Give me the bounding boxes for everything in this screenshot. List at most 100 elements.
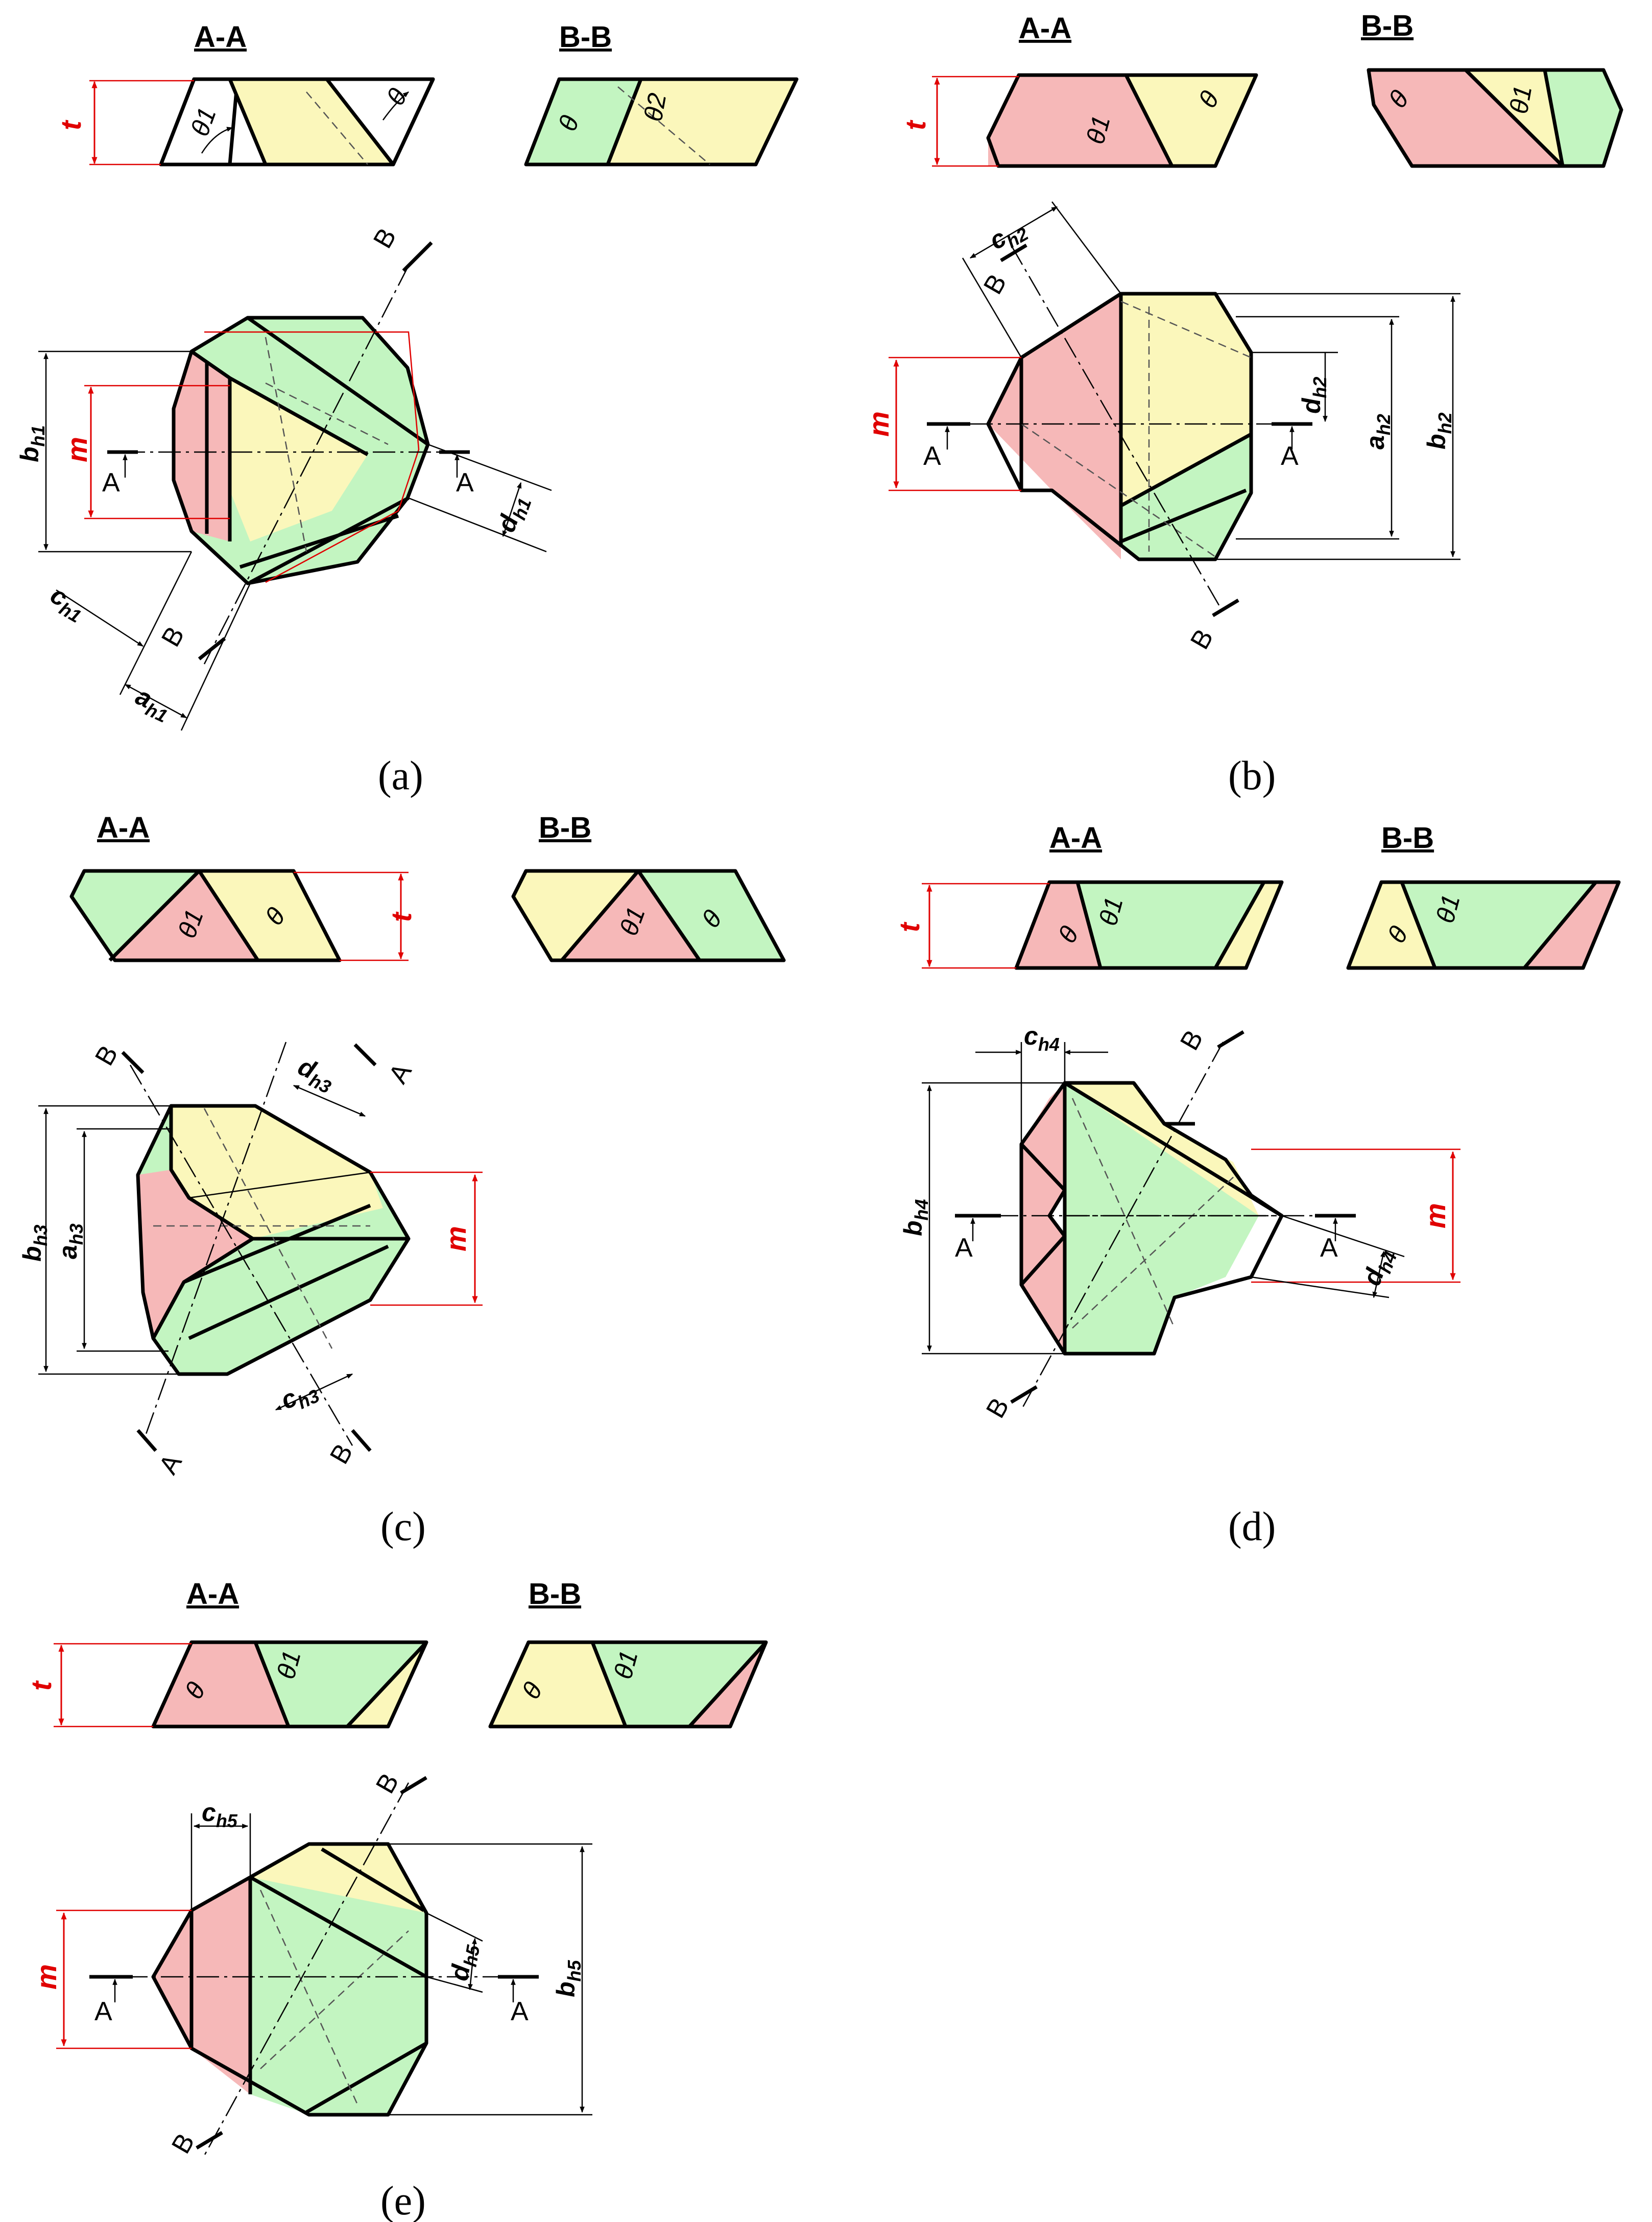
dim-label-ah3: ah3 [54, 1223, 87, 1259]
section-c-bb: B-B θ1 θ [511, 811, 786, 962]
cut-label: A [923, 441, 941, 471]
yellow-face [230, 79, 393, 164]
hidden-line [1120, 300, 1252, 359]
panel-label: (e) [380, 2179, 426, 2222]
dim-arrow-ch1 [56, 589, 144, 647]
cut-label: A [1281, 441, 1299, 471]
pink-face [988, 75, 1172, 166]
cut-label: B [1175, 1025, 1209, 1055]
cut-label: A [456, 468, 474, 498]
dim-extension [408, 497, 547, 553]
edge [305, 2041, 427, 2114]
section-title: A-A [97, 811, 150, 844]
dim-label-t: t [385, 911, 417, 922]
section-edge [1523, 881, 1597, 970]
dim-label-ah2: ah2 [1361, 414, 1394, 450]
dim-label-t: t [25, 1680, 57, 1691]
dim-label-bh2: bh2 [1422, 412, 1455, 450]
dim-label-m: m [440, 1226, 472, 1251]
section-e-aa: A-A θ θ1 t [25, 1577, 428, 1729]
angle-label: θ1 [185, 104, 222, 140]
panel-a: A-A θ1 θ t B-B θ θ2 [15, 20, 799, 798]
hidden-line [1072, 1174, 1236, 1329]
section-edge [253, 1641, 291, 1728]
yellow-face [1348, 882, 1435, 968]
dim-arrow-ch2 [969, 206, 1058, 259]
dim-label-t: t [55, 120, 87, 130]
hidden-line [306, 91, 368, 165]
section-title: B-B [1381, 821, 1434, 855]
pink-face [988, 294, 1121, 559]
dim-label-m: m [30, 1964, 62, 1990]
red-contour [204, 331, 420, 583]
pink-face [1524, 882, 1619, 968]
edge [1120, 488, 1247, 543]
green-face [1545, 70, 1621, 166]
dim-label-bh5: bh5 [552, 1959, 585, 1997]
section-outline [1346, 880, 1621, 970]
green-face [1402, 882, 1596, 968]
yellow-face [1466, 70, 1573, 166]
section-title: B-B [559, 20, 612, 54]
outline [136, 1104, 411, 1376]
dim-label-ch5: ch5 [202, 1798, 238, 1831]
section-edge [1400, 881, 1437, 969]
yellow-face [490, 1642, 626, 1727]
section-edge [1213, 881, 1266, 969]
panel-e: A-A θ θ1 t B-B θ θ1 [25, 1577, 768, 2222]
outline [172, 316, 430, 585]
section-title: B-B [529, 1577, 581, 1611]
angle-label: θ2 [639, 91, 672, 124]
panel-label: (b) [1228, 753, 1276, 798]
dim-label-ch1: ch1 [43, 580, 91, 627]
dim-arrow-ah1 [124, 683, 187, 719]
panel-b: A-A θ1 θ t B-B θ θ1 [863, 9, 1623, 798]
green-face [255, 1642, 426, 1727]
cut-label: A [955, 1233, 973, 1263]
pink-face [153, 1642, 289, 1727]
yellow-face [1215, 882, 1282, 968]
section-title: A-A [1019, 12, 1071, 45]
cut-mark [1212, 598, 1239, 618]
edge [183, 1203, 371, 1284]
dim-arrow-dh4 [1372, 1250, 1385, 1298]
cut-label: A [383, 1058, 418, 1089]
dim-label-ah1: ah1 [130, 681, 176, 726]
yellow-face [230, 378, 368, 541]
section-edge [560, 869, 640, 962]
hidden-line [203, 1108, 333, 1349]
panel-label: (d) [1228, 1504, 1276, 1549]
edge [1120, 432, 1252, 508]
pink-face [562, 871, 700, 960]
dim-label-dh3: dh3 [292, 1052, 340, 1098]
section-title: A-A [1049, 821, 1102, 855]
hidden-line [265, 382, 389, 445]
yellow-face [513, 871, 638, 960]
section-d-bb: B-B θ θ1 [1346, 821, 1621, 970]
edge [1132, 1081, 1195, 1126]
section-edge [637, 870, 701, 961]
dim-arrow-dh3 [293, 1084, 366, 1117]
dim-label-bh1: bh1 [15, 425, 49, 462]
dim-arrow-ch3 [275, 1373, 353, 1411]
dim-label-dh1: dh1 [492, 491, 536, 537]
cut-label: A [94, 1997, 112, 2026]
cut-label: B [324, 1439, 359, 1469]
section-edge [108, 869, 201, 962]
cut-mark [121, 1051, 145, 1074]
panel-label: (a) [378, 753, 423, 798]
main-view-c: B A A B bh3 ah3 m dh3 ch3 [18, 1041, 483, 1479]
pink-face [1021, 1083, 1065, 1354]
section-edge [1124, 74, 1174, 167]
dim-label-bh4: bh4 [899, 1199, 932, 1236]
cut-label: B [1185, 624, 1219, 654]
panel-d: A-A θ θ1 t B-B θ θ1 [893, 821, 1621, 1549]
outline [151, 1842, 428, 2117]
green-face [1078, 882, 1264, 968]
angle-label: θ1 [1504, 83, 1538, 116]
section-outline [1367, 68, 1623, 168]
section-outline [159, 77, 435, 167]
cut-label: B [156, 622, 190, 652]
cut-label: A [1320, 1233, 1338, 1263]
